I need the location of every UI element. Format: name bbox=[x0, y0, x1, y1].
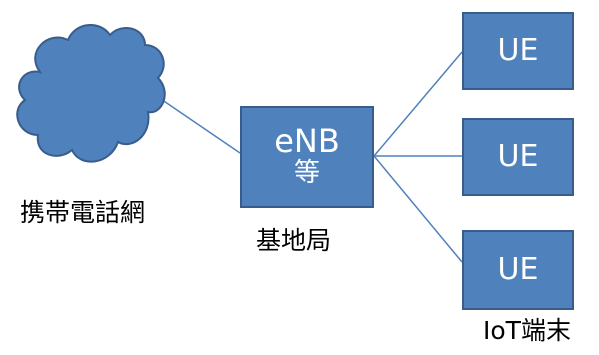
base-station-name: eNB bbox=[274, 122, 340, 161]
ue-label: UE bbox=[497, 33, 539, 68]
connector-enb-ue3 bbox=[373, 155, 463, 263]
ue-label: UE bbox=[497, 252, 539, 287]
base-station-enb: eNB 等 bbox=[240, 106, 374, 208]
cloud-icon bbox=[16, 24, 166, 163]
base-station-label: 基地局 bbox=[256, 226, 332, 255]
ue-node-3: UE bbox=[462, 230, 574, 310]
base-station-suffix: 等 bbox=[293, 157, 320, 188]
ue-label: UE bbox=[497, 139, 539, 174]
ue-node-1: UE bbox=[462, 12, 574, 90]
network-label: 携帯電話網 bbox=[20, 198, 146, 227]
ue-node-2: UE bbox=[462, 118, 574, 196]
connector-enb-ue1 bbox=[373, 51, 463, 157]
iot-terminals-label: IoT端末 bbox=[483, 316, 571, 345]
connector-network-enb bbox=[154, 94, 241, 154]
